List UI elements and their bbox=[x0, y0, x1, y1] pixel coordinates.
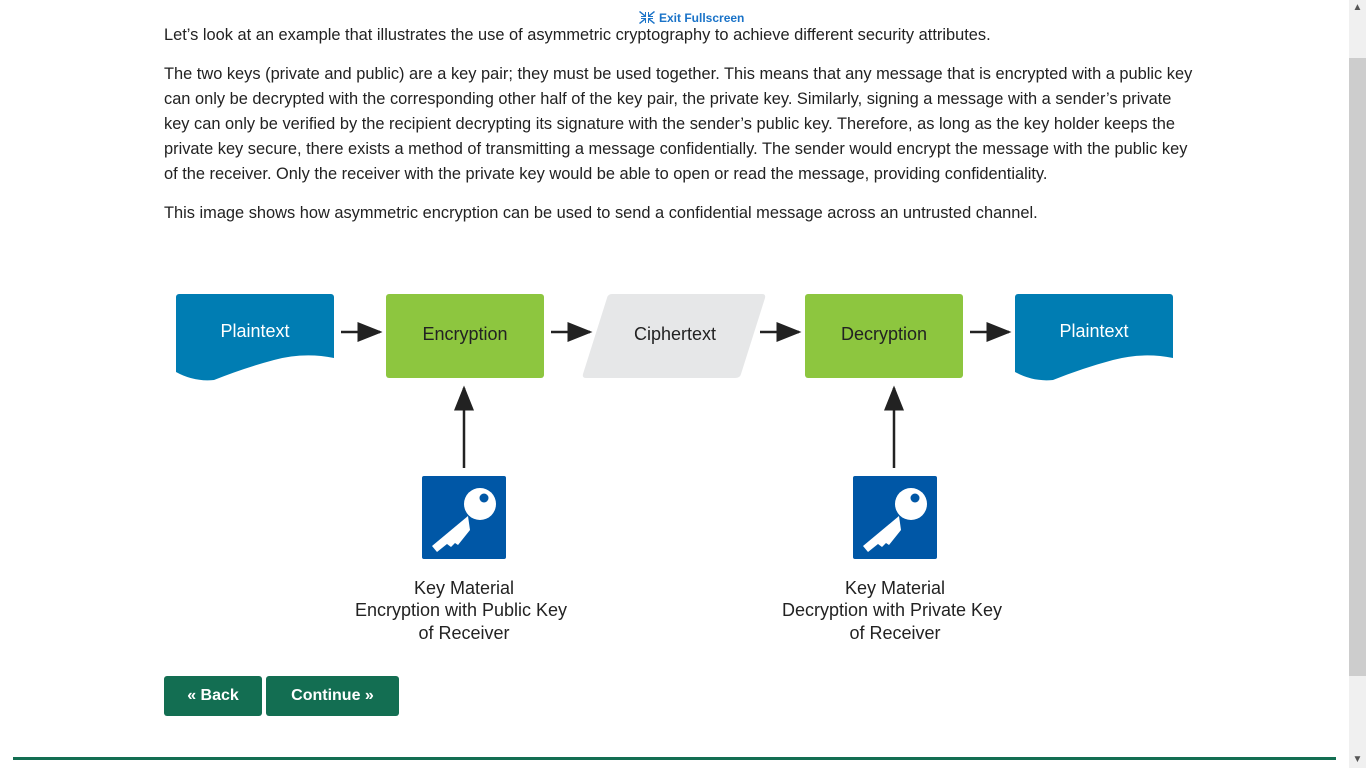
exit-fullscreen-label: Exit Fullscreen bbox=[659, 10, 745, 25]
exit-fullscreen-button[interactable]: Exit Fullscreen bbox=[639, 10, 744, 25]
footer-divider bbox=[13, 757, 1336, 760]
paragraph-key-pair: The two keys (private and public) are a … bbox=[164, 65, 1193, 183]
enc-key-line2: Encryption with Public Key bbox=[355, 600, 567, 620]
dec-key-line3: of Receiver bbox=[849, 623, 940, 643]
public-key-icon bbox=[422, 476, 506, 559]
back-button[interactable]: « Back bbox=[164, 676, 262, 716]
encryption-label: Encryption bbox=[422, 324, 507, 344]
decryption-label: Decryption bbox=[841, 324, 927, 344]
scroll-up-icon[interactable]: ▲ bbox=[1352, 2, 1363, 13]
encryption-box bbox=[386, 294, 544, 378]
dec-key-line1: Key Material bbox=[845, 578, 945, 598]
ciphertext-label: Ciphertext bbox=[634, 324, 716, 344]
enc-key-line1: Key Material bbox=[414, 578, 514, 598]
compress-icon bbox=[639, 11, 655, 24]
scrollbar-thumb[interactable] bbox=[1349, 58, 1366, 676]
plaintext-output-document bbox=[1015, 294, 1173, 381]
paragraph-image-caption: This image shows how asymmetric encrypti… bbox=[164, 204, 1038, 222]
dec-key-line2: Decryption with Private Key bbox=[782, 600, 1002, 620]
scroll-down-icon[interactable]: ▼ bbox=[1352, 754, 1363, 765]
ciphertext-parallelogram bbox=[582, 294, 766, 378]
enc-key-line3: of Receiver bbox=[418, 623, 509, 643]
decryption-box bbox=[805, 294, 963, 378]
lesson-content: Let’s look at an example that illustrate… bbox=[164, 23, 1194, 240]
plaintext-input-document bbox=[176, 294, 334, 381]
continue-button[interactable]: Continue » bbox=[266, 676, 399, 716]
paragraph-intro: Let’s look at an example that illustrate… bbox=[164, 26, 991, 44]
plaintext-input-label: Plaintext bbox=[220, 321, 289, 341]
plaintext-output-label: Plaintext bbox=[1059, 321, 1128, 341]
private-key-icon bbox=[853, 476, 937, 559]
